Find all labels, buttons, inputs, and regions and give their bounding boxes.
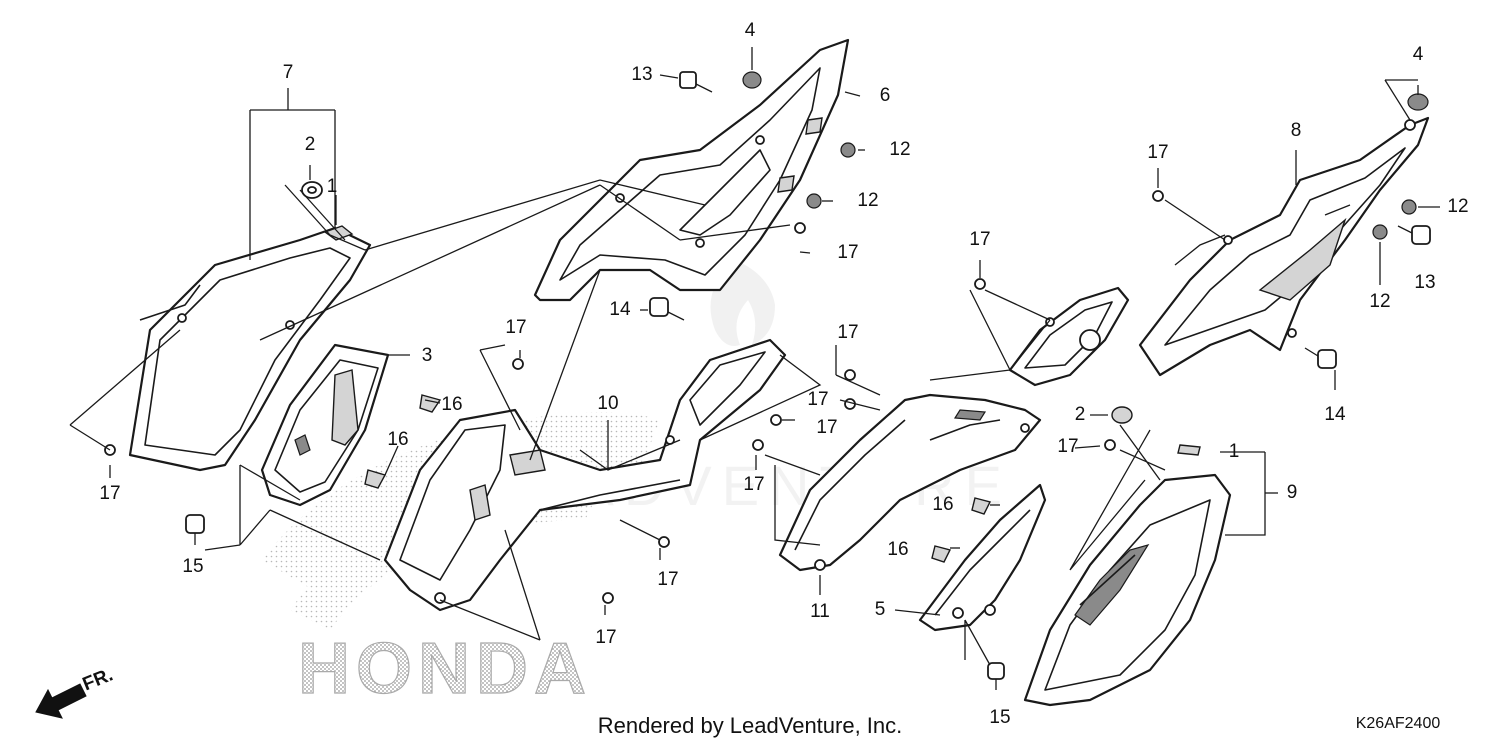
front-arrow: FR. bbox=[35, 664, 116, 719]
callout-16: 16 bbox=[932, 494, 953, 515]
watermark-honda: HONDA bbox=[297, 628, 592, 709]
callout-15: 15 bbox=[182, 556, 203, 577]
clip-16a bbox=[419, 394, 442, 413]
bolt-15-right bbox=[987, 662, 1005, 690]
part-10-lower-frame bbox=[383, 338, 787, 612]
credit-text: Rendered by LeadVenture, Inc. bbox=[598, 713, 903, 738]
callout-17: 17 bbox=[657, 569, 678, 590]
leader-lines bbox=[69, 47, 1440, 666]
bolt-13-top bbox=[679, 71, 713, 93]
part-3-inner-panel bbox=[260, 343, 390, 507]
right-upper-bracket bbox=[1008, 286, 1130, 387]
part-7-left-cowl bbox=[128, 225, 372, 472]
callouts: 7 2 1 17 3 16 16 15 13 4 6 12 12 17 14 1… bbox=[99, 20, 1468, 728]
callout-4: 4 bbox=[745, 20, 756, 41]
clip-16c bbox=[971, 497, 992, 515]
callout-12: 12 bbox=[889, 139, 910, 160]
callout-2: 2 bbox=[1075, 404, 1086, 425]
watermark-honda-text: HONDA bbox=[298, 629, 592, 709]
callout-14: 14 bbox=[609, 299, 631, 320]
callout-17: 17 bbox=[1057, 436, 1078, 457]
callout-12: 12 bbox=[1369, 291, 1390, 312]
clip-16d bbox=[931, 545, 952, 563]
callout-1: 1 bbox=[327, 176, 338, 197]
callout-17: 17 bbox=[969, 229, 990, 250]
diagram-code: K26AF2400 bbox=[1356, 715, 1441, 732]
callout-17: 17 bbox=[595, 627, 616, 648]
callout-16: 16 bbox=[887, 539, 908, 560]
callout-17: 17 bbox=[1147, 142, 1168, 163]
nut-12c bbox=[1401, 199, 1417, 215]
callout-5: 5 bbox=[875, 599, 886, 620]
callout-14: 14 bbox=[1324, 404, 1346, 425]
callout-17: 17 bbox=[505, 317, 526, 338]
callout-16: 16 bbox=[441, 394, 462, 415]
callout-12: 12 bbox=[857, 190, 878, 211]
callout-16: 16 bbox=[387, 429, 408, 450]
callout-9: 9 bbox=[1287, 482, 1298, 503]
callout-17: 17 bbox=[99, 483, 120, 504]
bolt-13-right bbox=[1397, 225, 1431, 245]
collar-4-right bbox=[1407, 93, 1429, 111]
callout-3: 3 bbox=[422, 345, 433, 366]
part-6-upper-cowl bbox=[533, 38, 850, 302]
front-arrow-label: FR. bbox=[80, 664, 116, 695]
callout-10: 10 bbox=[597, 393, 618, 414]
collar-2-right bbox=[1111, 406, 1133, 424]
callout-17: 17 bbox=[807, 389, 828, 410]
part-8-right-cowl bbox=[1138, 116, 1430, 377]
callout-17: 17 bbox=[743, 474, 764, 495]
nut-12d bbox=[1372, 224, 1388, 240]
callout-12: 12 bbox=[1447, 196, 1468, 217]
callout-8: 8 bbox=[1291, 120, 1302, 141]
callout-1: 1 bbox=[1229, 441, 1240, 462]
callout-2: 2 bbox=[305, 134, 316, 155]
callout-7: 7 bbox=[283, 62, 294, 83]
bolt-14-left bbox=[649, 297, 685, 321]
part-11-right-bracket bbox=[778, 393, 1042, 572]
bolt-14-right bbox=[1304, 347, 1337, 369]
callout-17: 17 bbox=[837, 242, 858, 263]
callout-6: 6 bbox=[880, 85, 891, 106]
part-5-small-panel bbox=[918, 483, 1047, 632]
part-9-large-panel bbox=[1023, 444, 1232, 707]
callout-4: 4 bbox=[1413, 44, 1424, 65]
collar-4-top bbox=[742, 71, 762, 89]
nut-12a bbox=[840, 142, 856, 158]
fasteners bbox=[104, 71, 1431, 690]
callout-15: 15 bbox=[989, 707, 1010, 728]
callout-13: 13 bbox=[1414, 272, 1435, 293]
callout-17: 17 bbox=[837, 322, 858, 343]
nut-12b bbox=[806, 193, 822, 209]
clip-16b bbox=[364, 469, 387, 489]
callout-13: 13 bbox=[631, 64, 652, 85]
callout-17: 17 bbox=[816, 417, 837, 438]
callout-11: 11 bbox=[810, 601, 830, 622]
bolt-15-left bbox=[185, 514, 205, 545]
